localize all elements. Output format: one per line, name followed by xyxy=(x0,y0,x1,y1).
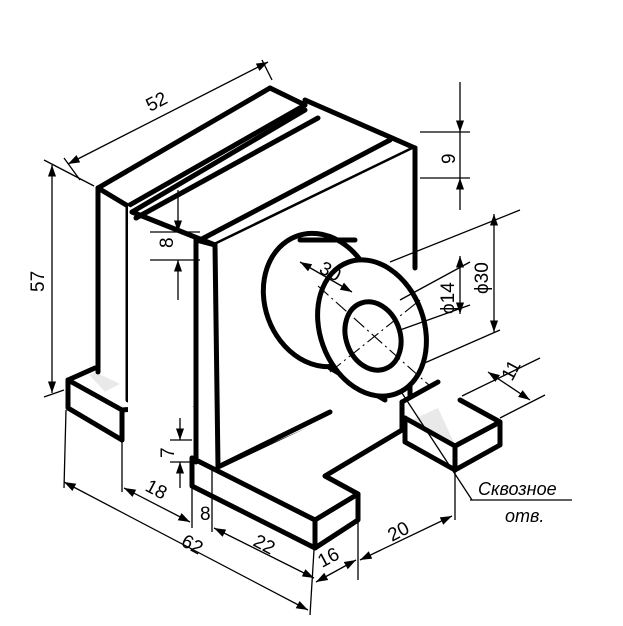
dim-16: 16 xyxy=(314,522,359,583)
dim-7: 7 xyxy=(158,418,192,488)
dim-57: 57 xyxy=(28,159,95,398)
dim-18-label: 18 xyxy=(142,476,171,504)
note-line1: Сквозное xyxy=(478,479,557,499)
dim-30-dia-label: ϕ30 xyxy=(472,262,493,294)
dim-8-top: 8 xyxy=(150,190,200,300)
dim-9-label: 9 xyxy=(439,153,460,164)
right-tab xyxy=(402,397,503,473)
dim-9: 9 xyxy=(420,82,470,210)
dim-57-label: 57 xyxy=(28,271,49,292)
dim-14-label: ϕ14 xyxy=(438,282,459,314)
dim-52-label: 52 xyxy=(143,88,171,116)
dim-18: 18 xyxy=(121,440,193,528)
note-line2: отв. xyxy=(505,506,544,526)
dim-22: 22 xyxy=(213,527,315,579)
dim-7-label: 7 xyxy=(158,447,179,458)
dim-8-top-label: 8 xyxy=(157,237,178,248)
dim-20-label: 20 xyxy=(384,518,413,546)
through-hole-note: Сквозное отв. xyxy=(399,389,572,526)
dim-11-label: 11 xyxy=(498,357,526,384)
dim-diameters: ϕ14 ϕ30 xyxy=(389,209,521,366)
dim-22-label: 22 xyxy=(250,531,279,559)
dim-20: 20 xyxy=(359,472,456,561)
dim-8-bottom: 8 xyxy=(200,468,213,532)
dim-8-bottom-label: 8 xyxy=(200,504,211,525)
